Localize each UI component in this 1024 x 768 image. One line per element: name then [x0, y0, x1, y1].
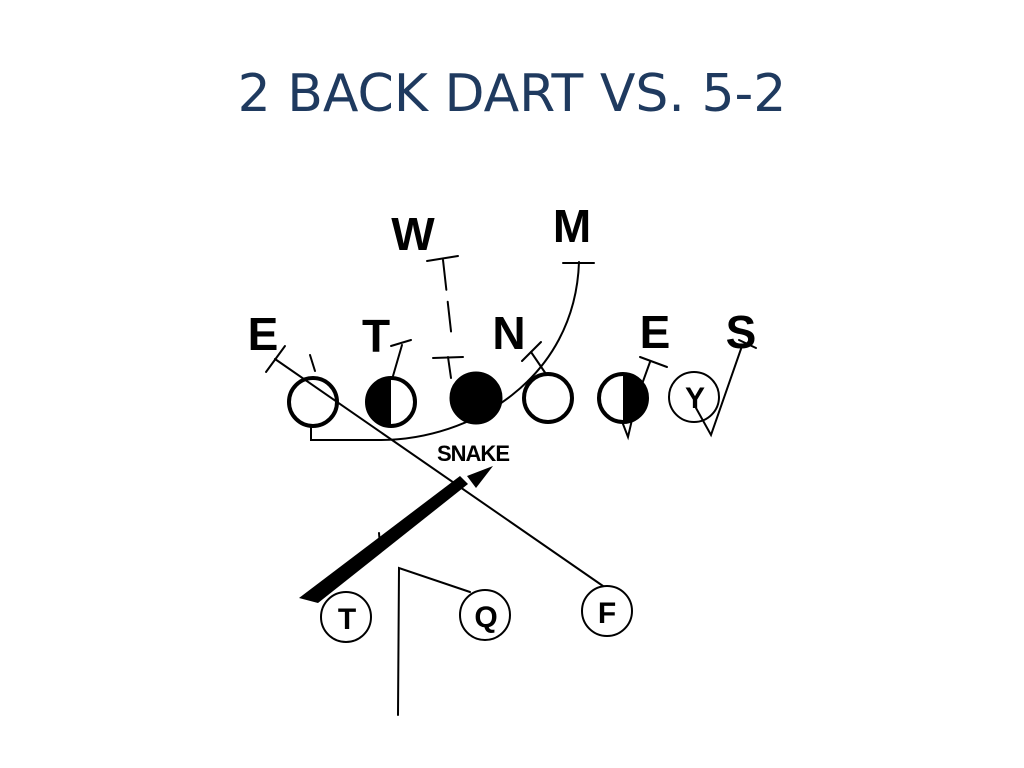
tailback-label: T — [338, 603, 356, 636]
qb-path — [397, 566, 471, 716]
lg-block-bar — [390, 339, 412, 347]
defender-t-label: T — [362, 310, 390, 362]
lg-block-line — [392, 344, 403, 377]
fullback-kickout-path — [274, 358, 604, 587]
right-guard-circle — [522, 372, 574, 424]
tight-end-circle — [668, 371, 720, 423]
w-block-bar — [426, 255, 459, 262]
pull-arc-to-m — [310, 261, 580, 441]
quarterback-circle — [459, 589, 511, 641]
tailback-circle — [320, 591, 372, 643]
blocking-assignments — [265, 255, 757, 716]
center-circle — [449, 371, 503, 425]
tight-end-label: Y — [685, 382, 705, 415]
left-guard-circle — [365, 376, 417, 428]
quarterback-label: Q — [474, 601, 497, 634]
rt-block-bar — [639, 356, 668, 368]
snake-label: SNAKE — [437, 441, 509, 466]
defender-m-label: M — [553, 200, 591, 252]
defender-n-label: N — [492, 307, 525, 359]
defender-e-left-label: E — [248, 308, 279, 360]
right-tackle-circle — [597, 372, 649, 424]
center-to-w-dashed — [442, 259, 453, 341]
lt-block-line — [309, 354, 316, 372]
defender-e-right-label: E — [640, 306, 671, 358]
tailback-run-arrow — [299, 466, 493, 603]
defender-w-label: W — [391, 208, 435, 260]
fullback-label: F — [598, 597, 616, 630]
te-block-line — [695, 345, 743, 438]
slide-title: 2 BACK DART VS. 5-2 — [237, 64, 787, 124]
fullback-circle — [581, 585, 633, 637]
rg-block-line — [530, 351, 547, 375]
rt-block-line — [622, 361, 651, 441]
